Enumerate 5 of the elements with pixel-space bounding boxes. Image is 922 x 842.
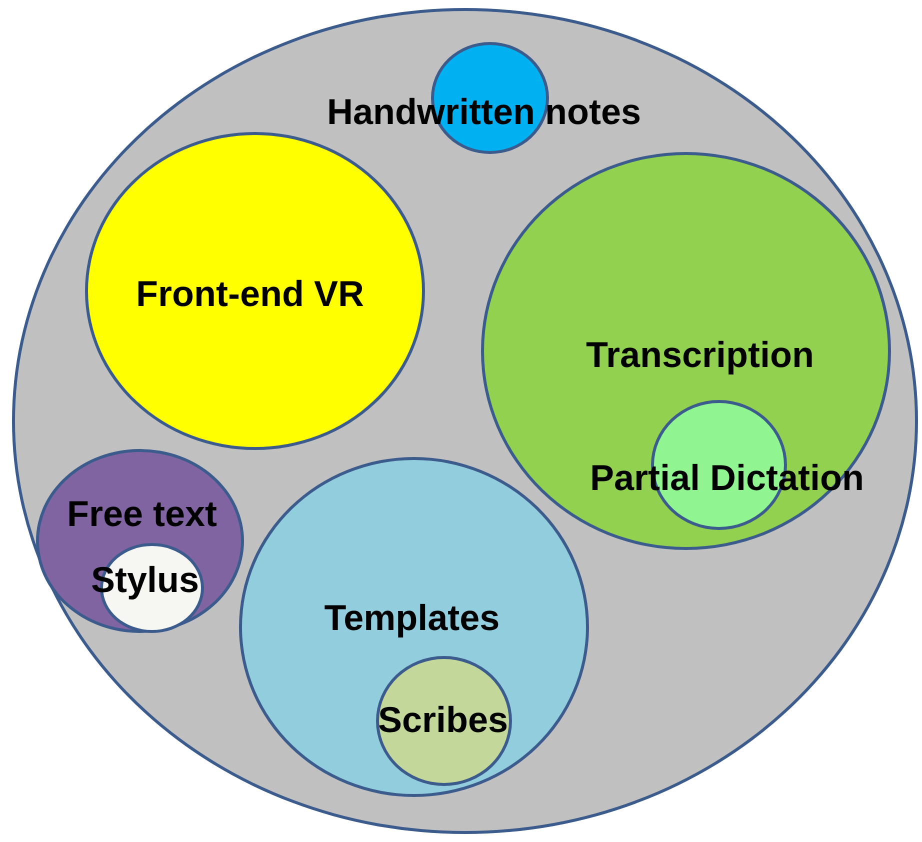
circle-label: Front-end VR (136, 276, 364, 312)
circle-label: Scribes (378, 702, 508, 738)
circle-label: Templates (324, 600, 500, 636)
circle-label: Free text (66, 496, 218, 532)
circle-label: Transcription (586, 337, 814, 373)
